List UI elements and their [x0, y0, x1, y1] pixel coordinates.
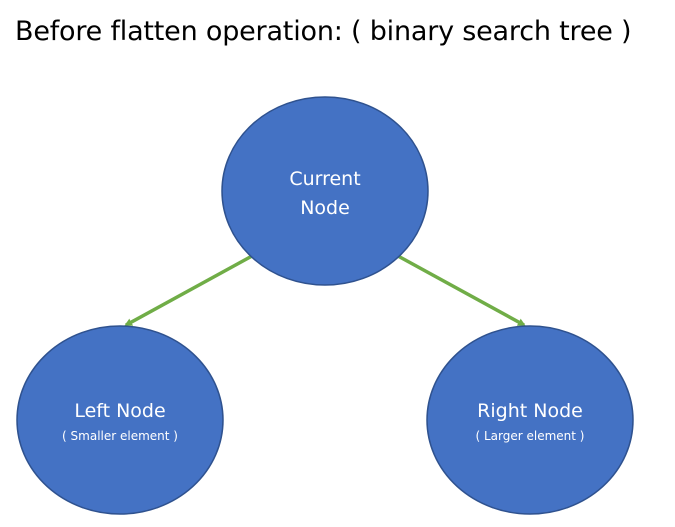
current-node-label-line2: Node — [300, 197, 350, 219]
right-node-label: Right Node — [477, 400, 583, 422]
diagram-title: Before flatten operation: ( binary searc… — [15, 16, 632, 47]
current-node: Current Node — [221, 96, 429, 286]
left-node: Left Node ( Smaller element ) — [16, 325, 224, 515]
current-node-label-line1: Current — [289, 168, 360, 190]
current-node-shape — [221, 96, 429, 286]
right-node: Right Node ( Larger element ) — [426, 325, 634, 515]
left-node-shape — [16, 325, 224, 515]
edge-to-right-node — [397, 254, 526, 327]
right-node-shape — [426, 325, 634, 515]
left-node-sublabel: ( Smaller element ) — [62, 429, 178, 443]
right-node-sublabel: ( Larger element ) — [476, 429, 585, 443]
edge-to-left-node — [124, 254, 253, 327]
left-node-label: Left Node — [74, 400, 165, 422]
